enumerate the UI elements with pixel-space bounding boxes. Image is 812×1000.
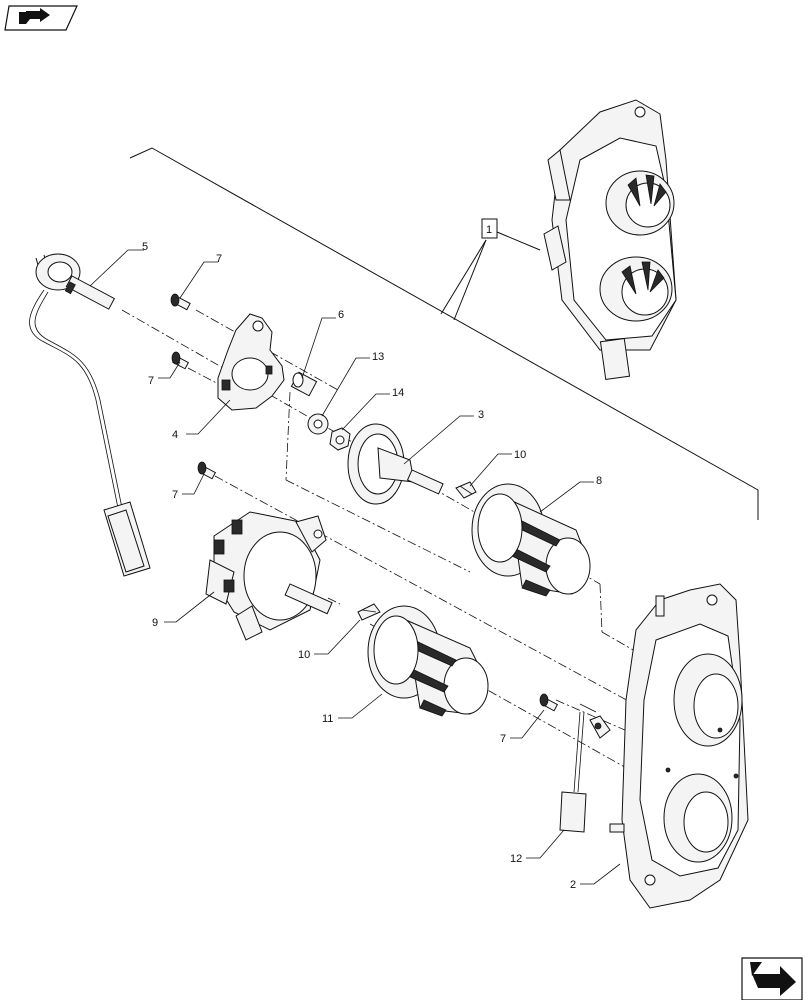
callout-10-lower: 10: [298, 649, 310, 661]
callout-5: 5: [142, 241, 148, 253]
panel-housing: [609, 583, 749, 909]
callout-3: 3: [478, 409, 484, 421]
callout-1: 1: [486, 224, 492, 236]
callout-12: 12: [510, 853, 522, 865]
callout-11: 11: [322, 713, 333, 725]
assembly-bracket: [129, 147, 759, 520]
callout-7-top: 7: [216, 253, 222, 265]
nut: [329, 427, 351, 451]
callout-4: 4: [172, 429, 178, 441]
flange-shaft-component: [347, 423, 444, 505]
next-page-arrow-icon[interactable]: [741, 957, 803, 1000]
control-panel-assembly: [543, 99, 677, 381]
sensor-with-cable: [29, 253, 151, 577]
screw-lower: [197, 461, 217, 480]
callout-labels: 1 2 3 4 5 6 7 7 7 7 8 9 10 10 11 12 13 1…: [142, 224, 602, 891]
callout-13: 13: [372, 351, 384, 363]
knob-lower: [367, 605, 489, 717]
callout-7-lower: 7: [172, 489, 178, 501]
assembly-callout-box: [481, 218, 498, 239]
book-arrow-icon[interactable]: [4, 5, 78, 31]
knob-upper: [471, 483, 591, 597]
screw-middle: [171, 351, 190, 370]
callout-6: 6: [338, 309, 344, 321]
callout-7-right: 7: [500, 733, 506, 745]
callout-14: 14: [392, 387, 404, 399]
rotary-switch: [205, 511, 333, 641]
screw-right: [539, 693, 559, 712]
callout-10-upper: 10: [514, 449, 526, 461]
spacer: [290, 371, 318, 397]
lamp-with-lead: [559, 703, 611, 833]
mounting-bracket: [217, 313, 285, 411]
clip-lower: [357, 603, 381, 621]
clip-upper: [455, 481, 477, 499]
callout-2: 2: [570, 879, 576, 891]
callout-8: 8: [596, 475, 602, 487]
screw-top: [170, 293, 191, 311]
washer: [307, 413, 329, 435]
callout-7-middle: 7: [148, 375, 154, 387]
leader-lines: [89, 249, 621, 885]
callout-9: 9: [152, 617, 158, 629]
